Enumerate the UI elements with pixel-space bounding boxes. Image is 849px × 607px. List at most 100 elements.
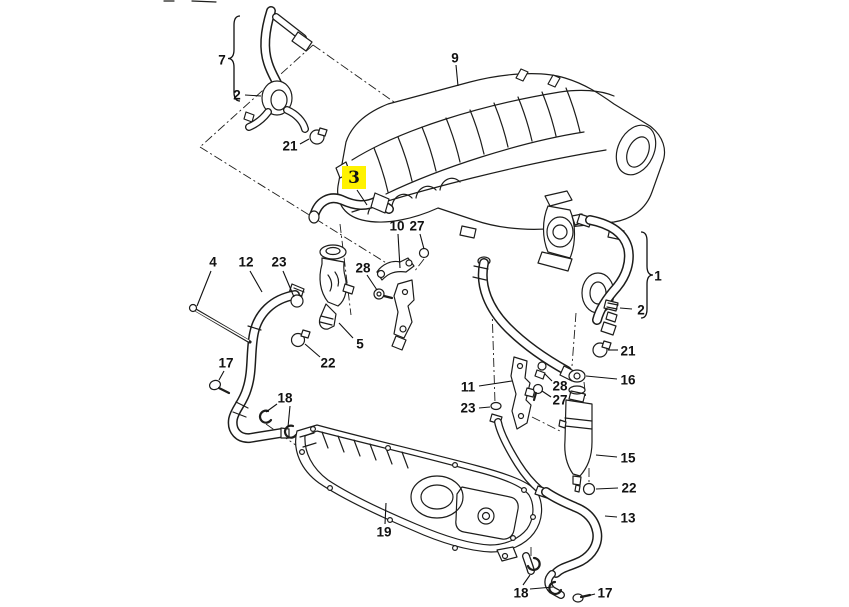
lower-hose-13-art [522,485,603,603]
callout-10[interactable]: 10 [389,219,405,269]
callout-number-21a: 21 [282,139,298,154]
callout-number-12: 12 [238,255,253,270]
leader-line-18a [287,405,291,428]
leader-line-12 [249,270,263,293]
callout-21a[interactable]: 21 [282,139,310,154]
callout-28b[interactable]: 28 [544,373,568,394]
callout-17a[interactable]: 17 [218,356,234,381]
pcv-valve-art [318,244,355,330]
callout-number-18a: 18 [277,391,293,406]
leader-line-2a [244,94,262,97]
clamp-23-left [290,294,304,308]
callout-number-27a: 27 [409,219,424,234]
leader-line-3 [356,189,368,206]
clamp-18-bottom-1 [526,556,541,572]
callout-3[interactable]: 3 [342,166,368,206]
leader-line-13 [604,515,618,518]
leader-line-17a [218,370,225,381]
leader-line-5 [338,322,354,339]
callout-16[interactable]: 16 [585,373,636,388]
bolt-27-bottom [532,383,544,395]
callout-19[interactable]: 19 [376,502,392,540]
callout-12[interactable]: 12 [238,255,263,293]
leader-line-4 [196,270,212,307]
callout-number-3: 3 [348,168,360,188]
callout-4[interactable]: 4 [196,255,217,307]
leader-line-18b [522,574,531,586]
callout-1[interactable]: 1 [640,231,662,319]
callout-22b[interactable]: 22 [595,481,637,496]
leader-line-11 [478,380,513,387]
callout-number-2b: 2 [637,303,645,318]
clamp-22-bottom [582,482,596,496]
vent-hose-assembly-art [243,6,328,145]
bolt-27-top [418,247,430,259]
callout-number-22a: 22 [320,356,335,371]
leader-line-15 [595,454,618,458]
callout-27a[interactable]: 27 [409,219,425,250]
callout-5[interactable]: 5 [338,322,364,352]
leader-line-27b [541,390,552,398]
callout-28a[interactable]: 28 [355,261,378,291]
callout-7[interactable]: 7 [218,15,241,102]
intake-manifold-art [335,68,666,241]
leader-line-2b [619,307,633,310]
callout-27b[interactable]: 27 [541,390,568,408]
leader-line-22a [304,343,321,358]
leader-line-22b [595,487,619,490]
callout-number-4: 4 [209,255,217,270]
callout-2a[interactable]: 2 [233,88,262,103]
clamp-18-bottom-2 [548,580,563,596]
clamp-18-left-1 [258,409,273,424]
callout-number-21b: 21 [620,344,636,359]
seal-ring-23-bottom [490,401,502,411]
callout-number-28a: 28 [355,261,371,276]
callout-number-17b: 17 [597,586,612,601]
brace-7 [227,15,241,102]
callout-number-11: 11 [461,380,476,395]
callout-number-17a: 17 [218,356,233,371]
callout-number-19: 19 [376,525,391,540]
oil-pan-art [295,424,543,562]
callout-13[interactable]: 13 [604,511,636,526]
vent-pipe-12-art [209,283,311,444]
callout-number-5: 5 [356,337,364,352]
fitting-16 [568,369,586,383]
return-pipe-art [489,401,544,494]
callout-9[interactable]: 9 [451,51,459,87]
bolt-28-left [373,288,385,300]
callout-22a[interactable]: 22 [304,343,336,371]
callout-17b[interactable]: 17 [586,586,613,601]
plug-17-bottom [572,593,584,603]
callout-23a[interactable]: 23 [271,255,295,298]
callout-number-23b: 23 [460,401,476,416]
crop-marks [163,0,217,3]
clamp-18-left-2 [283,424,298,439]
callout-number-13: 13 [620,511,636,526]
leader-line-18a [265,403,278,413]
oil-separator-art [558,385,596,496]
callout-18a[interactable]: 18 [265,391,293,428]
hose-11-art [472,256,577,430]
leader-line-18b [529,586,554,590]
leader-line-19 [384,502,387,525]
leader-line-23a [282,270,295,298]
highlight-box [342,166,366,189]
callout-2b[interactable]: 2 [619,303,645,318]
callout-number-7: 7 [218,53,226,68]
callout-15[interactable]: 15 [595,451,636,466]
right-hose-assembly-art [568,213,634,383]
mounting-bracket-art [373,247,430,351]
callout-11[interactable]: 11 [461,380,513,395]
plug-17-left [209,379,221,391]
callout-23b[interactable]: 23 [460,401,491,416]
brace-1 [640,231,654,319]
callout-21b[interactable]: 21 [608,344,636,359]
callout-number-9: 9 [451,51,459,66]
leader-line-23b [478,406,491,409]
callout-number-2a: 2 [233,88,241,103]
leader-line-16 [585,375,618,380]
dipstick-rod-art [188,303,252,344]
callout-18b[interactable]: 18 [513,574,554,601]
